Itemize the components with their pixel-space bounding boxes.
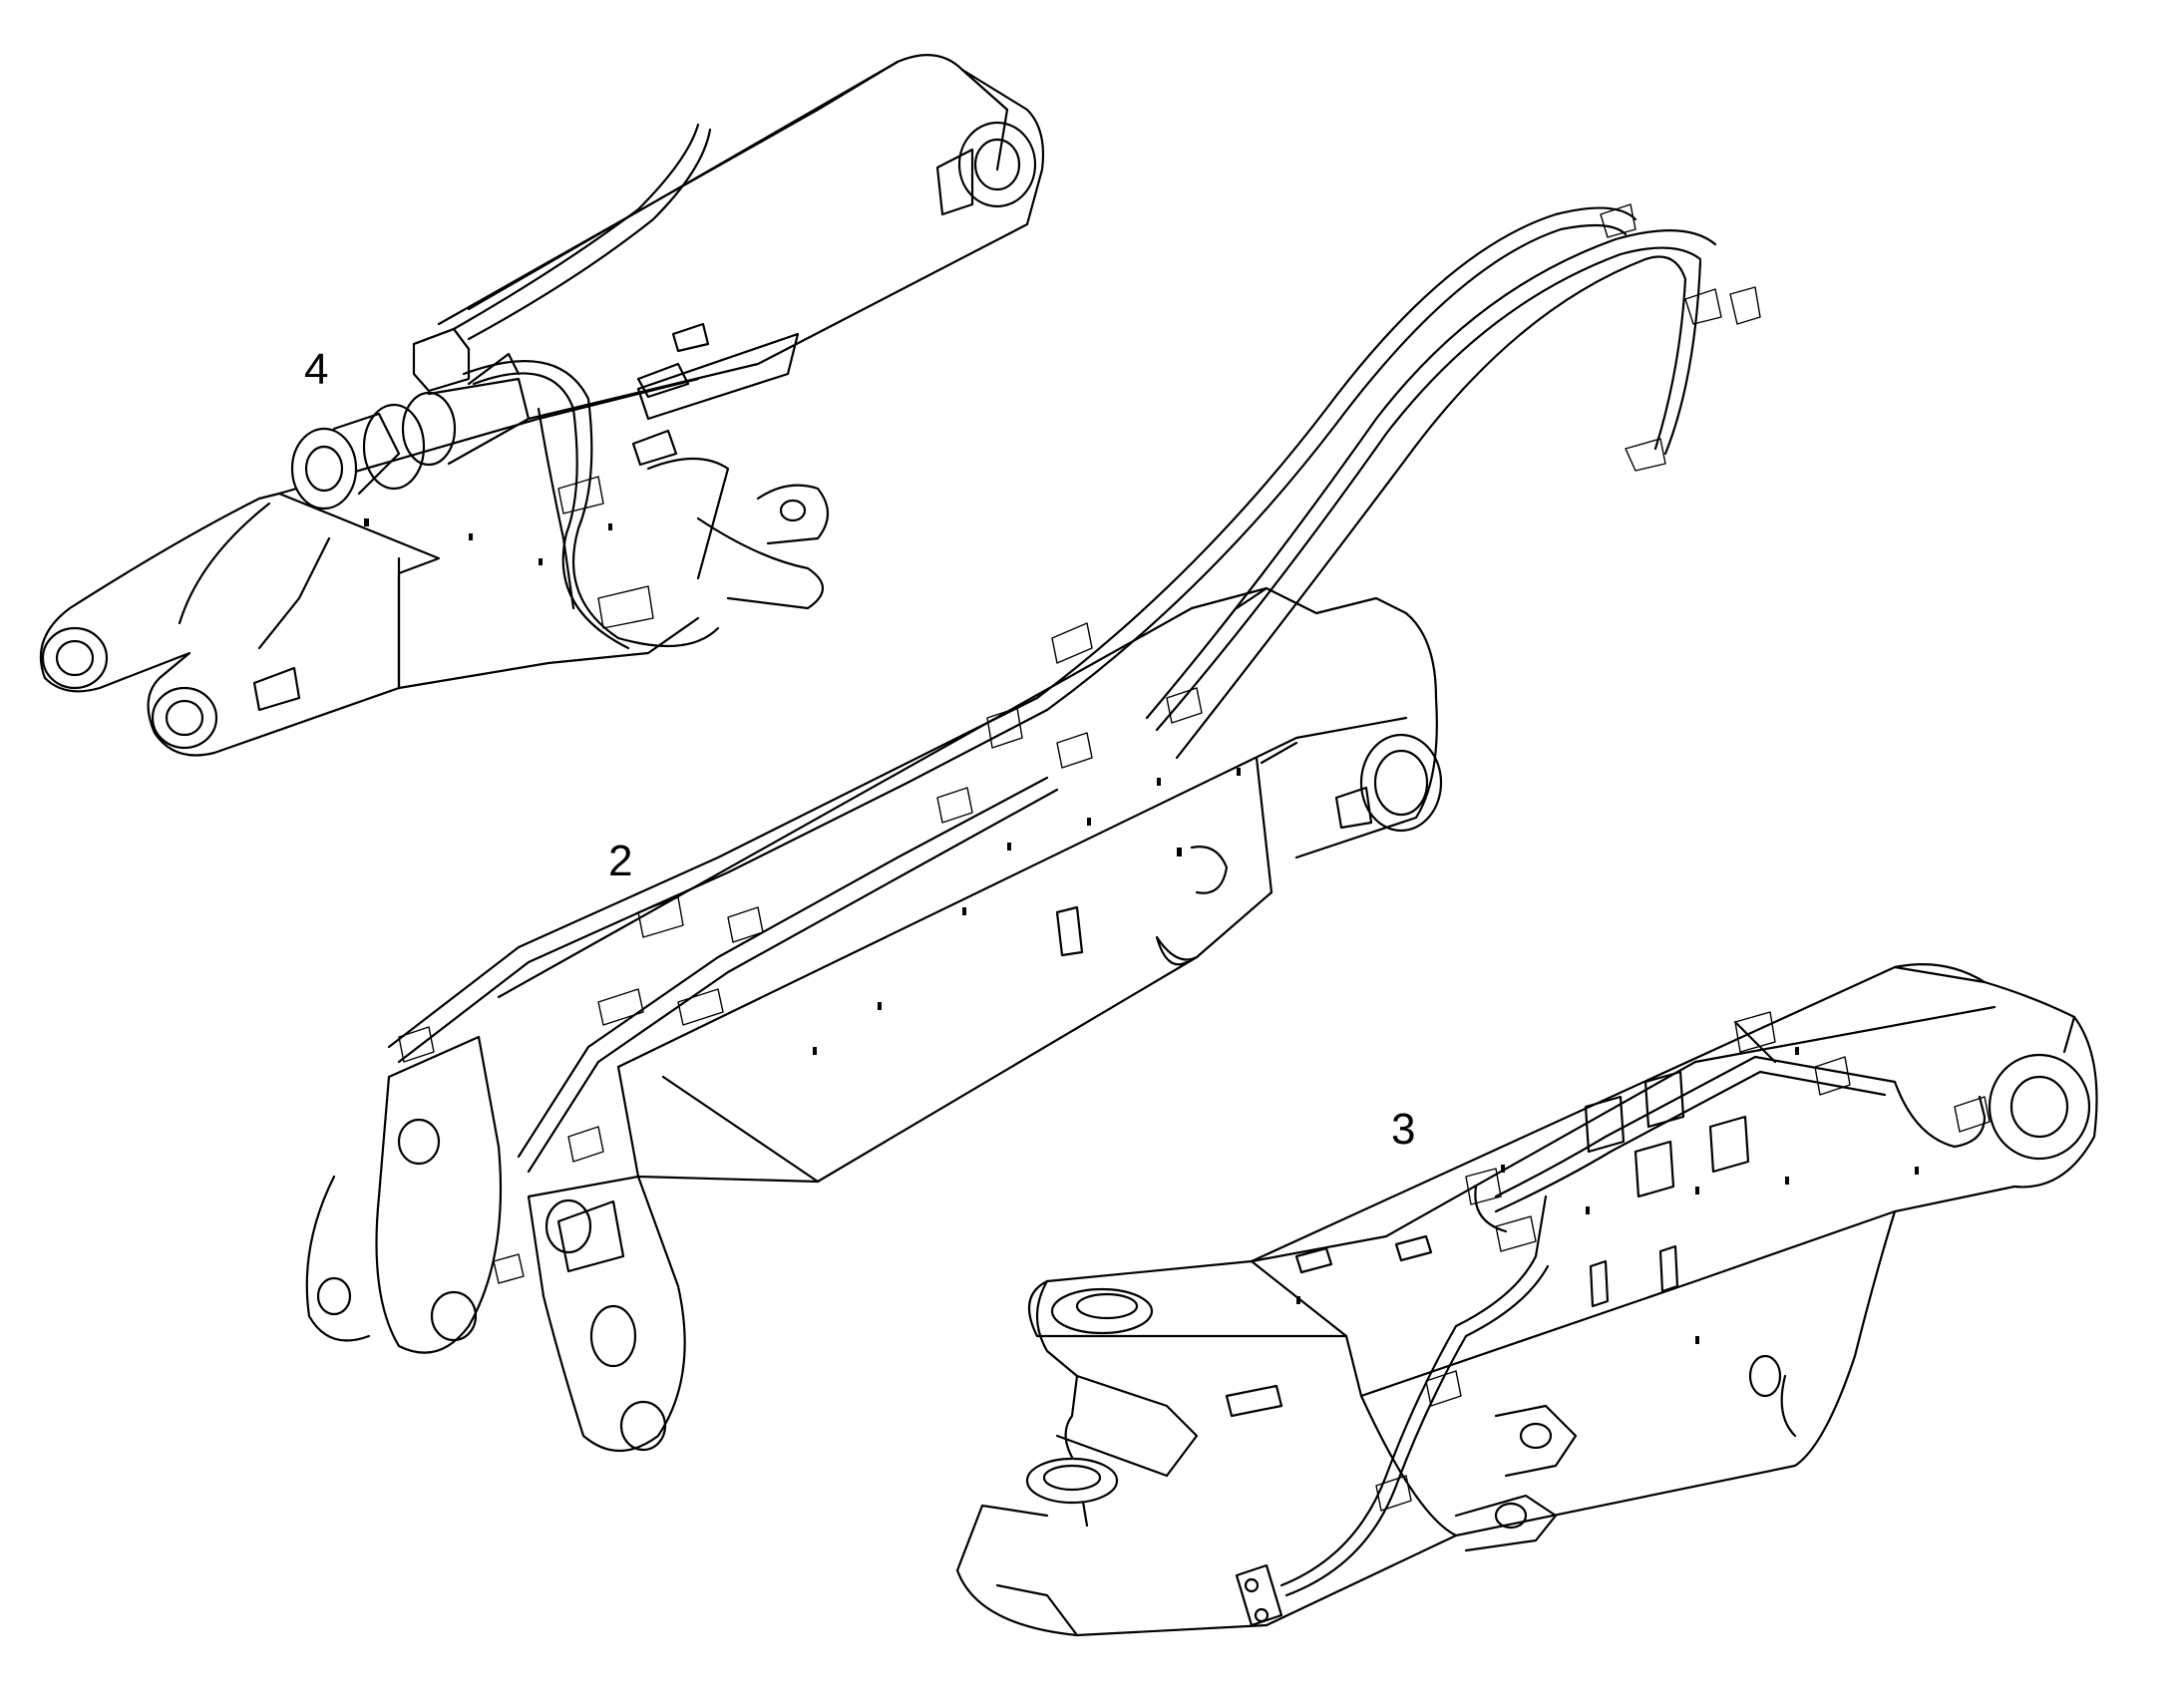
callout-2: 2	[608, 837, 632, 885]
assembly-4-cylinder	[290, 123, 720, 650]
assembly-4-arm	[39, 54, 1045, 757]
assembly-2-boom	[305, 203, 1761, 1453]
callout-4: 4	[304, 345, 328, 394]
assembly-3-arm	[955, 963, 2098, 1637]
callout-3: 3	[1391, 1105, 1415, 1154]
